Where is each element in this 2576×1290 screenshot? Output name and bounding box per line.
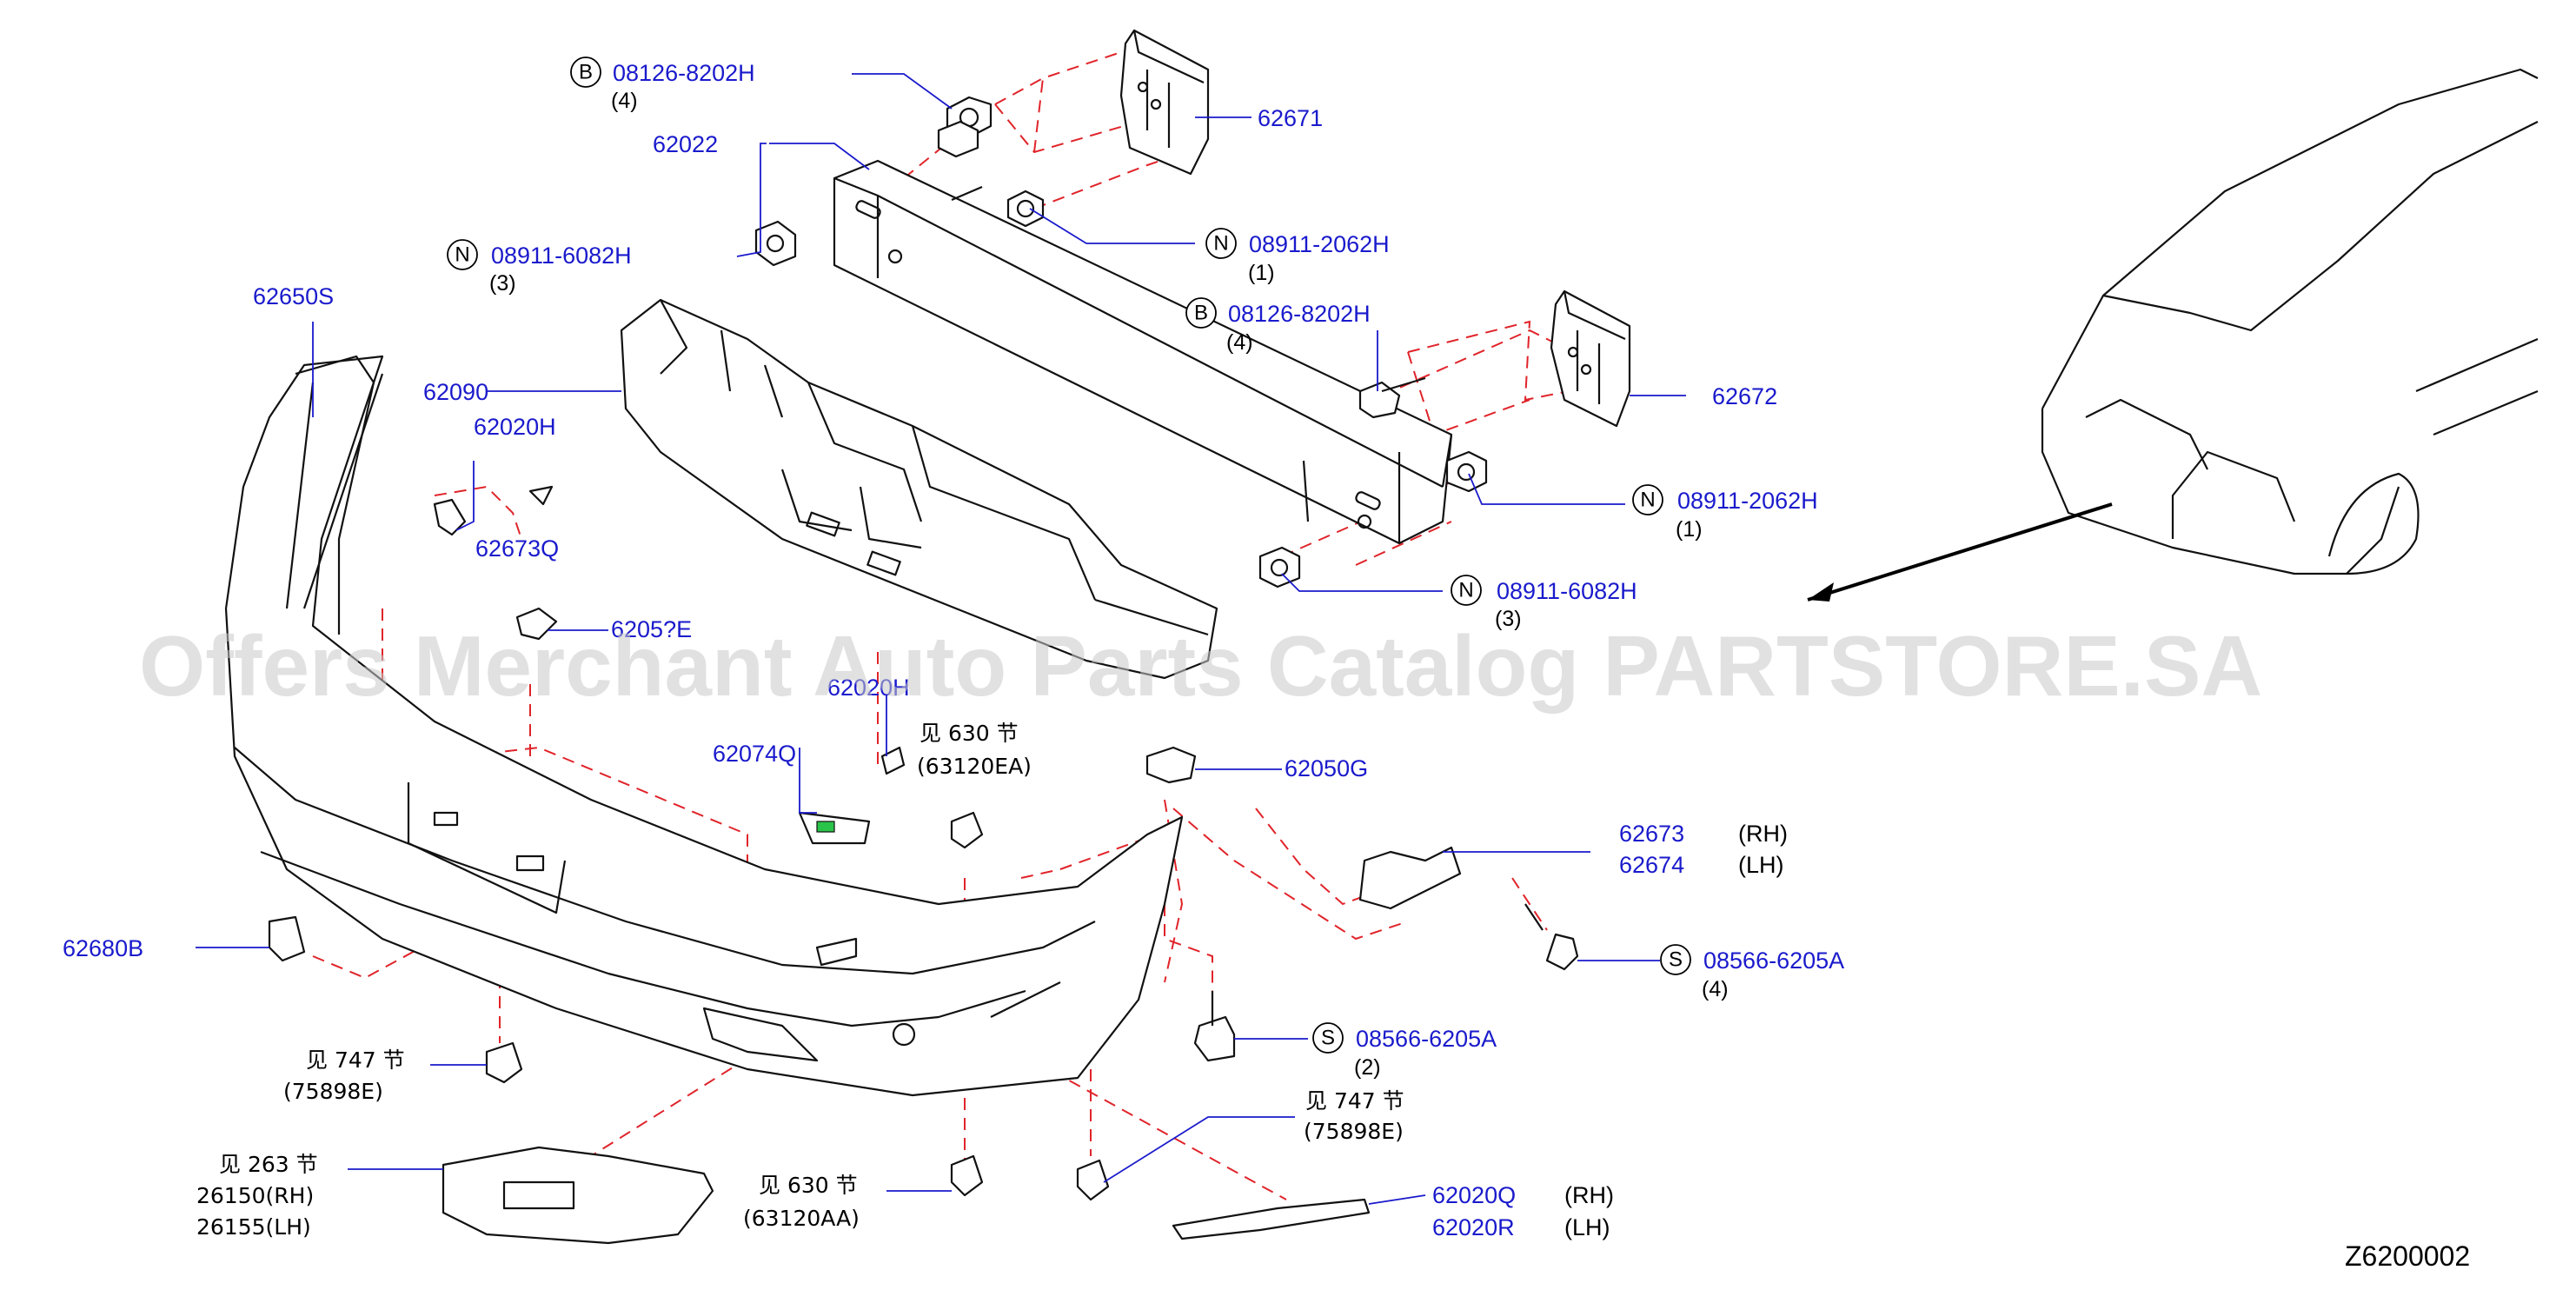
side-62673: (RH)	[1738, 821, 1788, 847]
circle-n-2062-top: N	[1205, 228, 1237, 259]
side-62020r: (LH)	[1564, 1214, 1610, 1240]
reinforcement-beam	[833, 159, 1453, 545]
label-08566-6205a-mid[interactable]: 08566-6205A	[1356, 1026, 1497, 1052]
label-62672[interactable]: 62672	[1712, 383, 1777, 409]
energy-absorber	[620, 298, 1218, 680]
label-62090[interactable]: 62090	[423, 379, 488, 405]
qty-08566-mid: (2)	[1354, 1055, 1381, 1080]
svg-text:N: N	[455, 243, 469, 267]
bracket-62671	[1119, 29, 1210, 176]
label-62673[interactable]: 62673	[1619, 821, 1684, 847]
qty-08911-6082-right: (3)	[1495, 607, 1522, 631]
label-08911-6082h-left[interactable]: 08911-6082H	[491, 243, 632, 269]
label-08566-6205a-right[interactable]: 08566-6205A	[1703, 948, 1844, 974]
ref-263-line3[interactable]: 26155(LH)	[196, 1214, 311, 1240]
side-62674: (LH)	[1738, 852, 1784, 878]
svg-text:N: N	[1640, 489, 1655, 512]
ref-630-ea-line2[interactable]: (63120EA)	[917, 754, 1032, 779]
ref-747-right-line2[interactable]: (75898E)	[1304, 1119, 1404, 1144]
label-08911-6082h-right[interactable]: 08911-6082H	[1497, 578, 1637, 604]
ref-630-aa-line1: 见 630 节	[759, 1173, 858, 1198]
svg-text:N: N	[1213, 232, 1228, 256]
front-bumper-cover	[224, 355, 1184, 1097]
svg-text:S: S	[1669, 948, 1683, 972]
label-08911-2062h-top[interactable]: 08911-2062H	[1249, 231, 1390, 257]
label-62020r[interactable]: 62020R	[1432, 1214, 1515, 1240]
label-08126-8202h-mid[interactable]: 08126-8202H	[1228, 301, 1371, 327]
qty-08126-top: (4)	[611, 89, 638, 113]
ref-747-left-line1: 见 747 节	[306, 1047, 405, 1073]
ref-747-right-line1: 见 747 节	[1305, 1088, 1404, 1114]
label-62673q[interactable]: 62673Q	[475, 535, 559, 562]
qty-08911-2062-right: (1)	[1676, 517, 1703, 542]
circle-s-mid: S	[1312, 1022, 1344, 1054]
qty-08566-right: (4)	[1702, 977, 1729, 1001]
label-62650s[interactable]: 62650S	[253, 283, 334, 309]
bracket-62672	[1550, 289, 1631, 428]
diagram-code: Z6200002	[2345, 1240, 2470, 1272]
label-62671[interactable]: 62671	[1258, 105, 1323, 131]
qty-08911-6082-left: (3)	[489, 271, 516, 296]
svg-text:B: B	[1194, 302, 1208, 325]
svg-text:B: B	[579, 61, 593, 84]
label-62674[interactable]: 62674	[1619, 852, 1684, 878]
ref-263-line2[interactable]: 26150(RH)	[196, 1183, 314, 1208]
label-62050g[interactable]: 62050G	[1285, 755, 1368, 781]
ref-263-line1: 见 263 节	[219, 1152, 318, 1177]
circle-b-mid: B	[1185, 297, 1217, 329]
label-62020h-lower[interactable]: 62020H	[827, 675, 910, 701]
label-6205xe[interactable]: 6205?E	[611, 616, 692, 642]
ref-630-ea-line1: 见 630 节	[920, 721, 1019, 746]
circle-n-2062-right: N	[1632, 484, 1663, 515]
leader-lines	[196, 73, 1686, 1205]
label-08126-8202h-top[interactable]: 08126-8202H	[613, 60, 755, 86]
svg-text:N: N	[1458, 579, 1473, 602]
qty-08911-2062-top: (1)	[1248, 261, 1275, 285]
circle-s-right: S	[1660, 944, 1691, 975]
label-62022[interactable]: 62022	[653, 131, 718, 157]
label-62680b[interactable]: 62680B	[63, 935, 143, 961]
watermark-text: Offers Merchant Auto Parts Catalog PARTS…	[139, 618, 2262, 714]
circle-n-6082-left: N	[447, 239, 478, 270]
vehicle-locator-illustration	[1807, 68, 2539, 602]
ref-630-aa-line2[interactable]: (63120AA)	[743, 1206, 860, 1231]
circle-n-6082-right: N	[1451, 575, 1482, 606]
ref-747-left-line2[interactable]: (75898E)	[283, 1079, 383, 1104]
svg-text:S: S	[1321, 1027, 1335, 1050]
small-clips-and-parts	[268, 485, 1462, 1245]
bolts-and-nuts	[485, 96, 1579, 1201]
circle-b-top: B	[570, 57, 601, 88]
label-62074q[interactable]: 62074Q	[713, 741, 796, 767]
side-62020q: (RH)	[1564, 1182, 1614, 1208]
label-62020q[interactable]: 62020Q	[1432, 1182, 1516, 1208]
qty-08126-mid: (4)	[1226, 330, 1253, 355]
label-08911-2062h-right[interactable]: 08911-2062H	[1677, 488, 1818, 514]
label-62020h-upper[interactable]: 62020H	[474, 414, 556, 440]
